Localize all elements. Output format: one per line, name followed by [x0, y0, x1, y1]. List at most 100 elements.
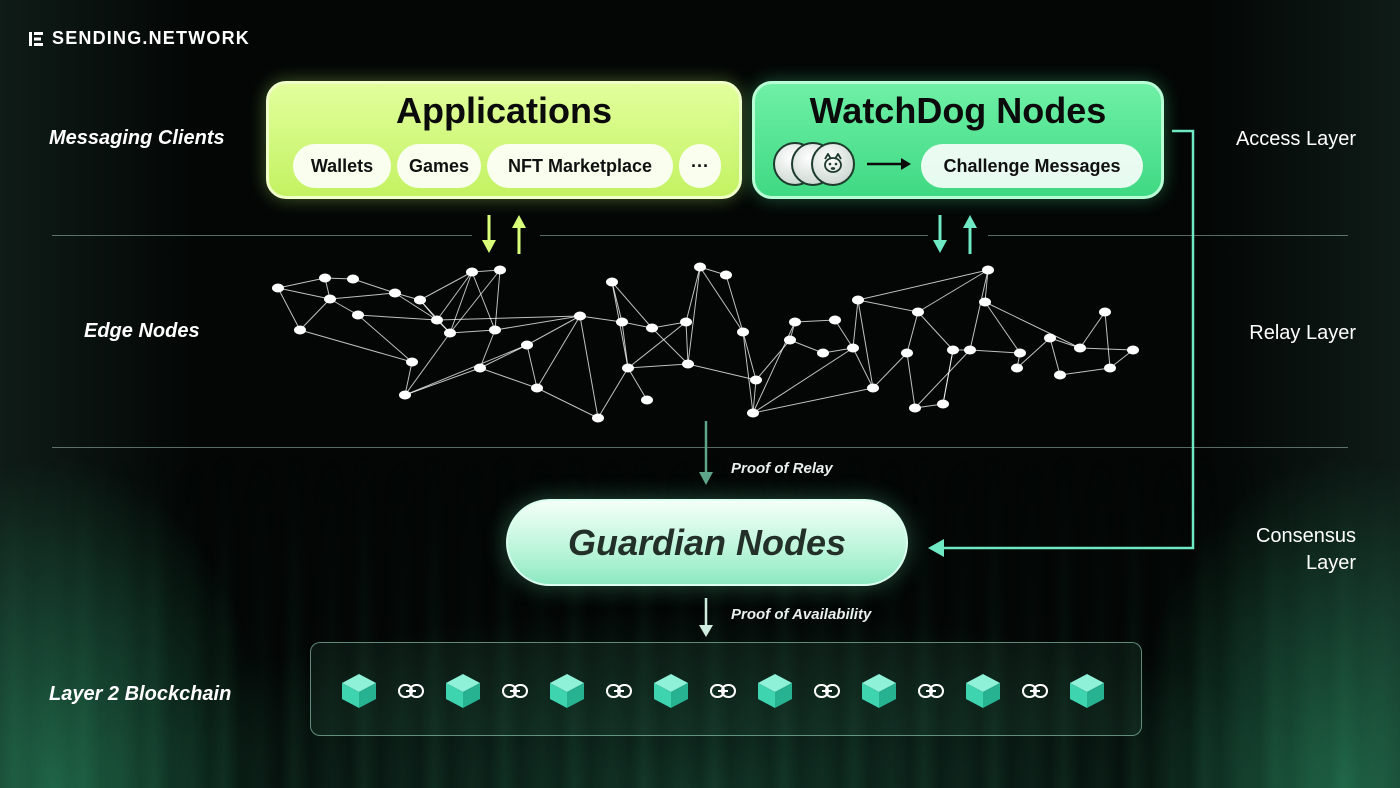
edge-node-dot — [750, 375, 762, 385]
network-link — [479, 367, 538, 389]
edge-node-dot — [646, 323, 658, 333]
network-link — [536, 387, 599, 419]
edge-node-dot — [431, 315, 443, 325]
network-link — [852, 299, 859, 349]
label-edge-nodes: Edge Nodes — [84, 320, 200, 342]
arrow-right-icon — [867, 158, 911, 170]
pill-more: ··· — [679, 144, 721, 188]
edge-node-network-nodes — [272, 262, 1139, 423]
edge-node-dot — [867, 383, 879, 393]
block-cube-icon — [446, 674, 480, 708]
network-link — [597, 367, 629, 419]
network-link — [611, 281, 653, 329]
network-link — [579, 315, 599, 419]
network-link — [917, 269, 989, 313]
network-link — [449, 329, 496, 334]
block-cube-icon — [758, 674, 792, 708]
edge-node-dot — [737, 327, 749, 337]
brand-logo: SENDING.NETWORK — [28, 28, 250, 49]
chain-link-icon — [502, 684, 528, 698]
edge-node-dot — [272, 283, 284, 293]
edge-node-dot — [531, 383, 543, 393]
pill-challenge-messages: Challenge Messages — [921, 144, 1143, 188]
edge-node-dot — [466, 267, 478, 277]
proof-of-availability-arrow-icon — [699, 598, 713, 637]
edge-node-dot — [817, 348, 829, 358]
block-cube-icon — [862, 674, 896, 708]
network-link — [984, 269, 989, 303]
edge-node-dot — [747, 408, 759, 418]
edge-node-dot — [606, 277, 618, 287]
network-link — [536, 315, 581, 389]
network-link — [906, 311, 919, 354]
label-proof-of-relay: Proof of Relay — [731, 460, 833, 477]
edge-node-dot — [1074, 343, 1086, 353]
edge-node-dot — [406, 357, 418, 367]
network-link — [1079, 311, 1106, 349]
block-cube-icon — [342, 674, 376, 708]
network-link — [1016, 337, 1051, 369]
edge-node-dot — [982, 265, 994, 275]
edge-node-dot — [901, 348, 913, 358]
network-link — [857, 269, 989, 301]
network-link — [687, 363, 757, 381]
network-link — [752, 379, 757, 414]
network-link — [969, 269, 989, 351]
divider-access-left — [52, 235, 472, 236]
network-link — [651, 327, 689, 365]
network-link — [857, 299, 874, 389]
edge-node-dot — [641, 395, 653, 405]
network-link — [494, 315, 581, 331]
network-link — [404, 344, 528, 396]
network-link — [872, 352, 908, 389]
pill-wallets: Wallets — [293, 144, 391, 188]
label-relay-layer: Relay Layer — [1249, 322, 1356, 344]
watchdog-coins — [773, 140, 863, 188]
network-link — [299, 329, 413, 363]
layer2-blockchain-box — [310, 642, 1142, 736]
edge-node-dot — [720, 270, 732, 280]
edge-node-dot — [909, 403, 921, 413]
edge-node-dot — [979, 297, 991, 307]
network-link — [404, 332, 451, 396]
network-link — [942, 349, 954, 405]
network-link — [687, 266, 701, 365]
edge-node-dot — [414, 295, 426, 305]
edge-node-dot — [294, 325, 306, 335]
dog-coin-icon — [811, 142, 855, 186]
chain-link-icon — [710, 684, 736, 698]
chain-link-icon — [606, 684, 632, 698]
network-link — [755, 339, 791, 381]
edge-node-dot — [847, 343, 859, 353]
edge-node-dot — [694, 262, 706, 272]
block-cube-icon — [1070, 674, 1104, 708]
edge-node-dot — [489, 325, 501, 335]
network-link — [914, 349, 971, 409]
label-access-layer: Access Layer — [1235, 128, 1356, 150]
network-link — [699, 266, 744, 333]
network-link — [685, 266, 701, 323]
block-cube-icon — [966, 674, 1000, 708]
network-link — [752, 347, 854, 414]
app-down-arrow-icon — [482, 215, 496, 253]
network-link — [277, 277, 326, 289]
edge-node-dot — [682, 359, 694, 369]
edge-node-dot — [389, 288, 401, 298]
edge-node-dot — [680, 317, 692, 327]
edge-node-dot — [521, 340, 533, 350]
network-link — [352, 278, 396, 294]
challenge-connector — [928, 129, 1195, 557]
label-messaging-clients: Messaging Clients — [49, 127, 225, 149]
network-link — [834, 319, 854, 349]
network-link — [479, 329, 496, 369]
network-link — [436, 271, 473, 321]
network-link — [526, 315, 581, 346]
network-link — [1049, 337, 1061, 376]
network-link — [526, 344, 538, 389]
edge-node-dot — [616, 317, 628, 327]
edge-node-dot — [1104, 363, 1116, 373]
edge-node-dot — [399, 390, 411, 400]
edge-node-dot — [324, 294, 336, 304]
edge-node-dot — [789, 317, 801, 327]
network-link — [1104, 311, 1111, 369]
